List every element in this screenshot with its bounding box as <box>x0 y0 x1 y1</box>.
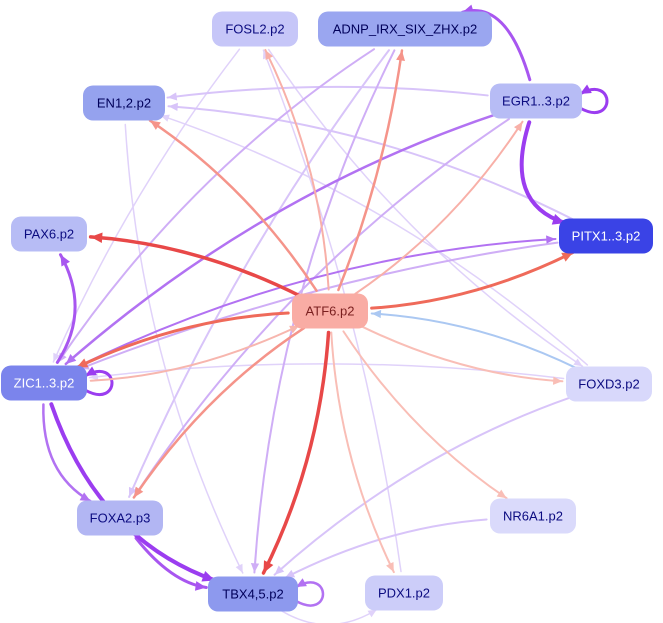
node-PDX1.p2[interactable]: PDX1.p2 <box>365 575 443 611</box>
self-loop-edge <box>294 581 325 607</box>
node-EGR1..3.p2[interactable]: EGR1..3.p2 <box>490 83 582 119</box>
edge-arrowhead <box>263 560 274 573</box>
edge-arrowhead <box>76 358 89 368</box>
edge-arrowhead <box>194 581 207 591</box>
edge <box>359 324 564 383</box>
edge-arrowhead <box>289 325 300 334</box>
edge <box>273 396 573 576</box>
node-ATF6.p2[interactable]: ATF6.p2 <box>292 293 368 329</box>
edge-arrowhead <box>265 49 274 61</box>
edge <box>261 330 331 575</box>
edge-arrowhead <box>53 352 61 362</box>
edge <box>267 48 584 368</box>
edge-arrowhead <box>580 84 592 94</box>
edge-arrowhead <box>90 232 103 243</box>
node-FOXA2.p3[interactable]: FOXA2.p3 <box>77 500 163 536</box>
node-box[interactable] <box>318 11 492 47</box>
edge <box>166 85 489 99</box>
node-box[interactable] <box>490 498 576 534</box>
edge <box>354 120 524 295</box>
node-PAX6.p2[interactable]: PAX6.p2 <box>11 216 87 252</box>
edge <box>519 120 568 226</box>
edge-arrowhead <box>128 486 137 497</box>
edge <box>89 324 301 382</box>
edge <box>370 312 578 370</box>
node-box[interactable] <box>559 218 653 254</box>
edge-arrowhead <box>386 562 394 573</box>
edge <box>132 326 306 499</box>
edge-arrowhead <box>133 486 144 498</box>
node-box[interactable] <box>11 216 87 252</box>
node-ADNP_IRX_SIX_ZHX.p2[interactable]: ADNP_IRX_SIX_ZHX.p2 <box>318 11 492 47</box>
node-NR6A1.p2[interactable]: NR6A1.p2 <box>490 498 576 534</box>
edge <box>330 331 395 574</box>
edge-arrowhead <box>296 578 307 587</box>
edge <box>167 105 575 221</box>
node-ZIC1..3.p2[interactable]: ZIC1..3.p2 <box>1 365 87 401</box>
edge <box>148 119 318 292</box>
node-FOXD3.p2[interactable]: FOXD3.p2 <box>566 366 652 402</box>
edge <box>56 48 376 364</box>
edge-arrowhead <box>79 492 91 502</box>
edge-layer <box>42 4 609 623</box>
edge-arrowhead <box>250 563 260 573</box>
self-loop-edge <box>83 369 114 397</box>
edge <box>370 250 575 310</box>
edge <box>281 608 378 623</box>
edge-arrowhead <box>573 358 583 367</box>
node-EN1,2.p2[interactable]: EN1,2.p2 <box>83 85 165 121</box>
node-box[interactable] <box>83 85 165 121</box>
node-PITX1..3.p2[interactable]: PITX1..3.p2 <box>559 218 653 254</box>
edge <box>42 403 92 503</box>
edge <box>264 48 330 291</box>
edge-arrowhead <box>235 563 243 573</box>
node-FOSL2.p2[interactable]: FOSL2.p2 <box>212 11 298 47</box>
node-TBX4,5.p2[interactable]: TBX4,5.p2 <box>208 576 298 612</box>
edge <box>88 235 302 298</box>
edge-arrowhead <box>546 235 556 244</box>
edge <box>64 112 498 366</box>
edge-arrowhead <box>150 120 161 130</box>
edge-arrowhead <box>168 102 178 111</box>
edge-arrowhead <box>60 254 70 267</box>
node-box[interactable] <box>1 365 87 401</box>
edge-arrowhead <box>285 569 296 578</box>
node-box[interactable] <box>566 366 652 402</box>
node-box[interactable] <box>292 293 368 329</box>
node-box[interactable] <box>212 11 298 47</box>
edge <box>159 114 589 366</box>
edge-arrowhead <box>85 366 97 376</box>
edge-arrowhead <box>274 565 285 575</box>
edge-arrowhead <box>65 353 77 364</box>
edge <box>75 237 557 369</box>
edge <box>284 518 488 579</box>
edge-arrowhead <box>396 50 406 62</box>
edge <box>55 253 77 364</box>
edge <box>337 49 404 292</box>
node-box[interactable] <box>208 576 298 612</box>
edge <box>124 123 244 574</box>
edge-arrowhead <box>513 121 523 132</box>
edge <box>342 330 508 500</box>
node-box[interactable] <box>365 575 443 611</box>
edge-arrowhead <box>561 252 574 262</box>
edge-arrowhead <box>167 92 178 101</box>
edge <box>132 118 510 499</box>
edge-arrowhead <box>552 376 563 385</box>
edge-arrowhead <box>371 309 382 319</box>
edge-arrowhead <box>496 489 507 499</box>
node-box[interactable] <box>77 500 163 536</box>
edge-arrowhead <box>367 609 377 618</box>
edge <box>128 49 391 498</box>
node-box[interactable] <box>490 83 582 119</box>
self-loop-edge <box>578 87 609 115</box>
edge <box>75 311 290 370</box>
